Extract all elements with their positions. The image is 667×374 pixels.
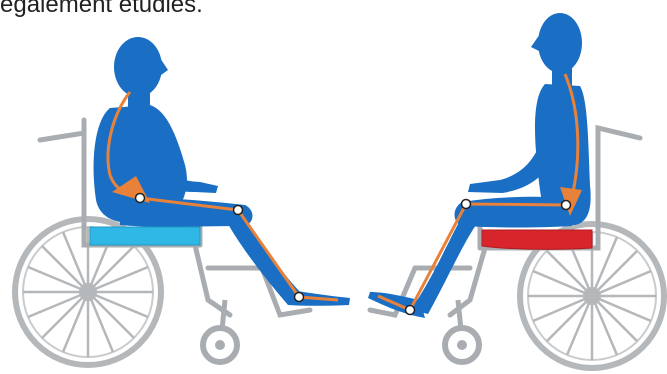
right-caster-wheel (445, 300, 479, 362)
left-wheelchair (15, 37, 350, 365)
left-body (94, 37, 350, 306)
right-cushion (482, 230, 592, 249)
right-wheelchair (368, 13, 664, 368)
left-cushion (90, 227, 200, 245)
